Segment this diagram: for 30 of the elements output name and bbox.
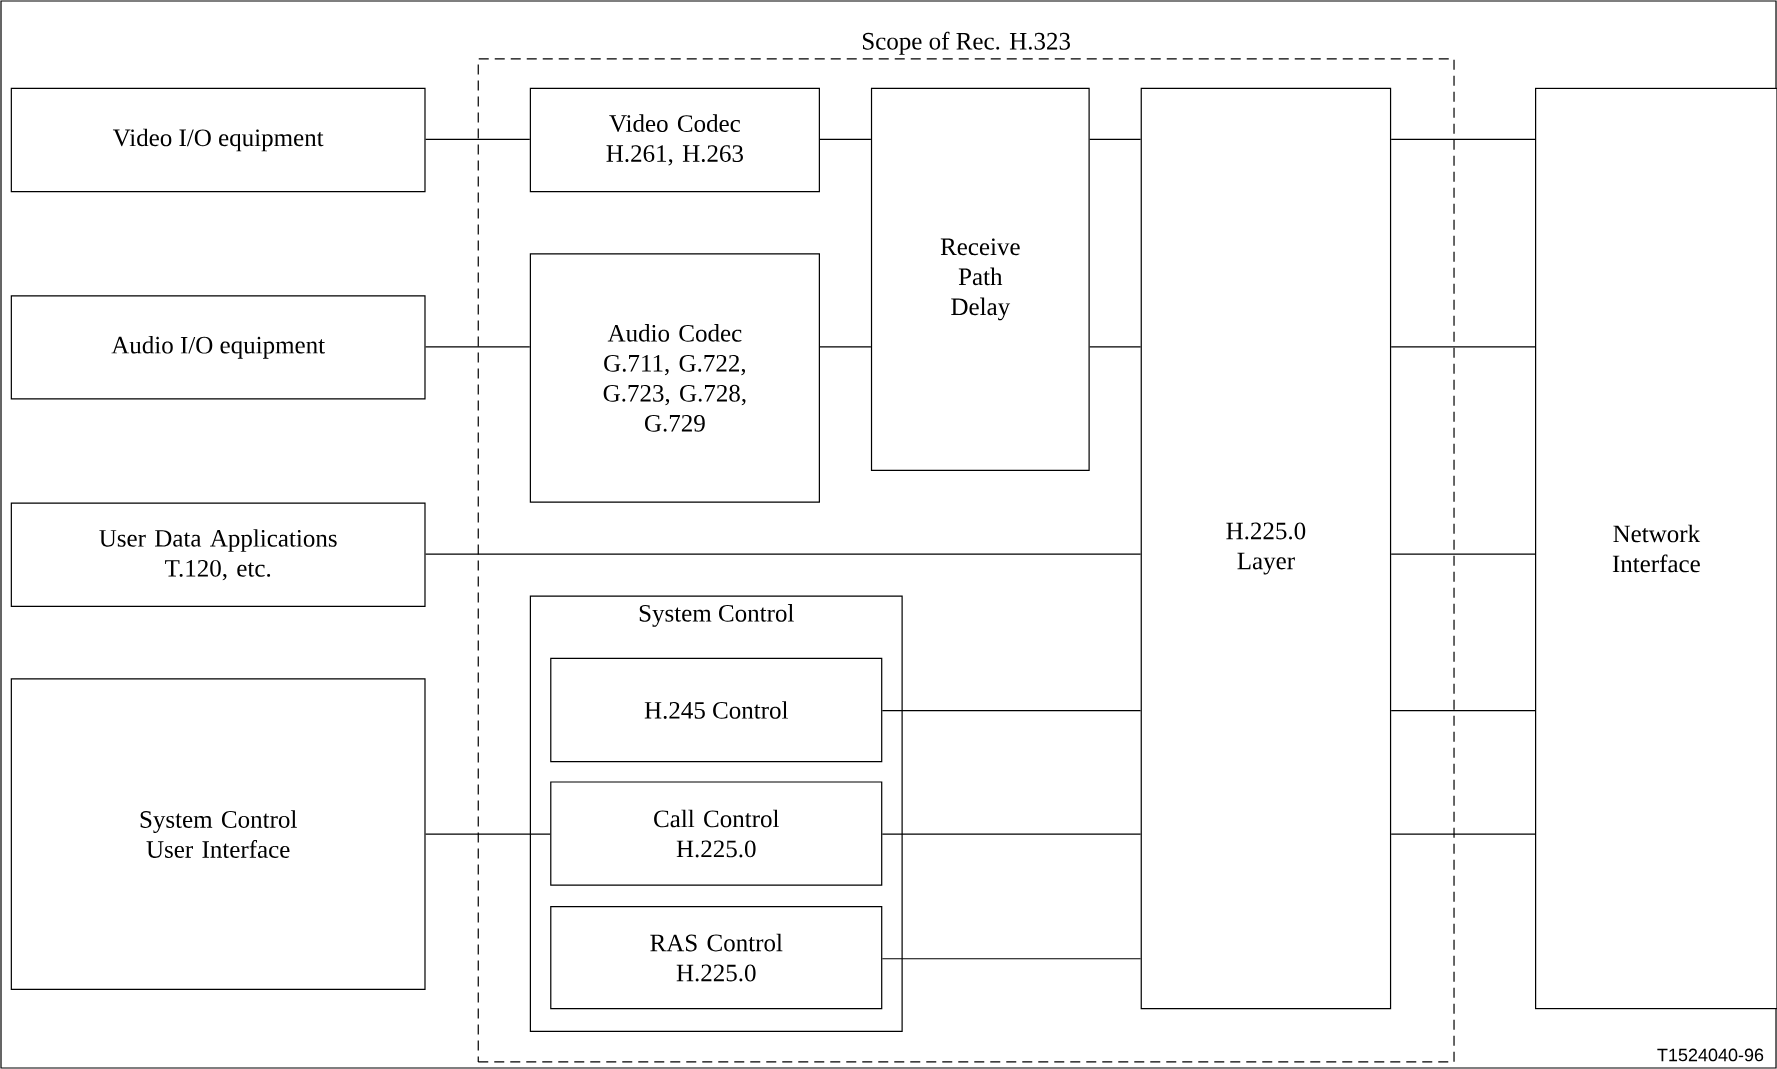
connector-line — [425, 138, 531, 140]
block-box: Video Codec H.261, H.263 — [529, 87, 820, 193]
connector-line — [425, 833, 551, 835]
connector-line — [881, 958, 1142, 960]
figure-code: T1524040-96 — [1657, 1048, 1764, 1062]
block-box: Audio I/O equipment — [10, 295, 426, 400]
connector-line — [1089, 138, 1142, 140]
block-box: Receive Path Delay — [870, 87, 1090, 471]
block-box: Video I/O equipment — [10, 87, 426, 193]
block-box: Network Interface — [1535, 87, 1777, 1010]
connector-line — [881, 710, 1142, 712]
connector-line — [425, 553, 1142, 555]
connector-line — [1390, 553, 1536, 555]
connector-line — [819, 138, 872, 140]
block-box: H.225.0 Layer — [1140, 87, 1392, 1010]
block-box: RAS Control H.225.0 — [550, 906, 883, 1010]
connector-line — [1390, 346, 1536, 348]
block-box: Call Control H.225.0 — [550, 781, 883, 886]
node-label: Scope of Rec. H.323 — [862, 31, 1071, 55]
connector-line — [881, 833, 1142, 835]
connector-line — [425, 346, 531, 348]
connector-line — [1089, 346, 1142, 348]
block-box: User Data Applications T.120, etc. — [10, 502, 426, 607]
connector-line — [1390, 833, 1536, 835]
block-box: System Control User Interface — [10, 678, 426, 990]
block-box: H.245 Control — [550, 657, 883, 763]
connector-line — [819, 346, 872, 348]
block-box: Audio Codec G.711, G.722, G.723, G.728, G.729 — [529, 253, 820, 503]
connector-line — [1390, 710, 1536, 712]
connector-line — [1390, 138, 1536, 140]
